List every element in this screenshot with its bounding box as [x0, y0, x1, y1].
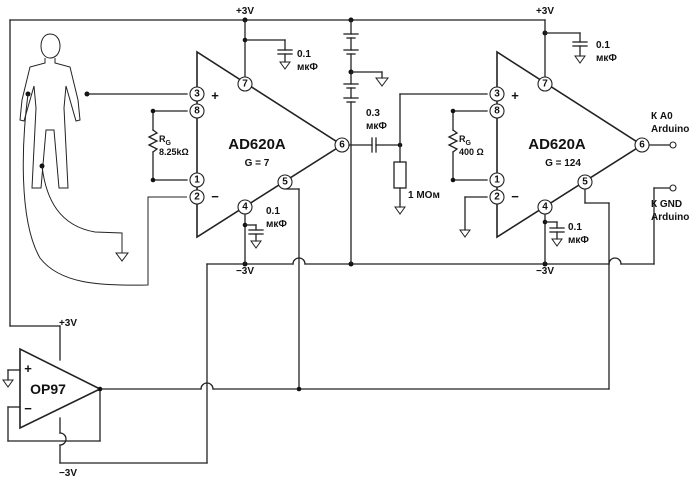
amp1-pin-4: 4: [237, 199, 253, 215]
op97-plus: +: [24, 361, 32, 376]
amp1-gain: G = 7: [245, 158, 270, 169]
svg-text:8: 8: [494, 106, 500, 117]
amp1-rg-label: RG: [159, 134, 172, 147]
amp1-cap-top-value: 0.1: [297, 49, 311, 60]
amp2-name: AD620A: [528, 136, 586, 153]
amp1-cap-top-unit: мкФ: [297, 62, 318, 73]
amp1-pin-5: 5: [277, 174, 293, 190]
svg-text:4: 4: [242, 202, 248, 213]
battery-stack-icon: [343, 19, 389, 265]
ground-icon: [375, 77, 389, 87]
amp2-pin-1: 1: [489, 172, 505, 188]
electrode-leads: [22, 91, 188, 286]
op97-minus: −: [24, 401, 32, 416]
amp1-plus-sign: +: [211, 88, 219, 103]
coupling-cap-unit: мкФ: [366, 121, 387, 132]
human-body-icon: [19, 33, 81, 189]
ground-icon: [279, 61, 291, 70]
amp2-gain: G = 124: [545, 158, 581, 169]
svg-text:3: 3: [494, 89, 500, 100]
ground-icon: [115, 252, 129, 262]
resistor-value: 1 МОм: [408, 190, 440, 201]
supply-neg-label-1: −3V: [236, 266, 254, 277]
amp2-cap-bottom-value: 0.1: [568, 222, 582, 233]
output-a0-line2: Arduino: [651, 124, 689, 135]
amp1-pin-2: 2: [189, 189, 205, 205]
amp1-minus-sign: −: [211, 189, 219, 204]
amp2-minus-sign: −: [511, 189, 519, 204]
ground-icon: [459, 229, 471, 238]
amp2-instrumentation-amplifier: AD620A G = 124 + − RG 400 Ω 0.1 мкФ: [447, 19, 689, 390]
amp2-cap-bottom-unit: мкФ: [568, 235, 589, 246]
ground-icon: [574, 55, 586, 64]
amp2-plus-sign: +: [511, 88, 519, 103]
amp1-name: AD620A: [228, 136, 286, 153]
svg-text:2: 2: [494, 192, 500, 203]
ground-icon: [551, 238, 563, 247]
svg-text:1: 1: [494, 175, 500, 186]
output-gnd-line1: К GND: [651, 199, 682, 210]
amp2-pin-3: 3: [489, 86, 505, 102]
amp1-pin-1: 1: [189, 172, 205, 188]
amp2-cap-top-value: 0.1: [596, 40, 610, 51]
svg-text:8: 8: [194, 106, 200, 117]
amp2-pin-5: 5: [577, 174, 593, 190]
amp1-cap-bottom-value: 0.1: [266, 206, 280, 217]
svg-text:3: 3: [194, 89, 200, 100]
amp1-pin-7: 7: [237, 76, 253, 92]
svg-text:6: 6: [339, 140, 345, 151]
supply-pos-label-op97: +3V: [59, 318, 77, 329]
output-a0-line1: К A0: [651, 111, 673, 122]
ground-icon: [394, 206, 406, 215]
amp1-pin-3: 3: [189, 86, 205, 102]
supply-pos-label-1: +3V: [236, 6, 254, 17]
resistor-1mohm: [393, 161, 407, 189]
amp1-rg-value: 8.25kΩ: [159, 147, 189, 157]
output-gnd-line2: Arduino: [651, 212, 689, 223]
coupling-cap-value: 0.3: [366, 108, 380, 119]
svg-text:5: 5: [582, 177, 588, 188]
amp1-instrumentation-amplifier: AD620A G = 7 + − RG 8.25kΩ 0.1 мкФ: [147, 19, 350, 388]
amp2-pin-4: 4: [537, 199, 553, 215]
svg-text:7: 7: [242, 79, 248, 90]
amp2-rg-value: 400 Ω: [459, 147, 484, 157]
amp2-pin-2: 2: [489, 189, 505, 205]
op97-name: OP97: [30, 381, 66, 397]
svg-text:2: 2: [194, 192, 200, 203]
amp2-pin-6: 6: [634, 137, 650, 153]
amp2-triangle: [496, 50, 644, 239]
amp1-pin-8: 8: [189, 103, 205, 119]
ground-icon: [250, 240, 262, 249]
supply-neg-label-2: −3V: [536, 266, 554, 277]
svg-text:1: 1: [194, 175, 200, 186]
amp2-pin-8: 8: [489, 103, 505, 119]
svg-text:5: 5: [282, 177, 288, 188]
amp2-pin-7: 7: [537, 76, 553, 92]
amp2-rg-label: RG: [459, 134, 472, 147]
coupling-network: 0.3 мкФ 1 МОм: [348, 93, 488, 215]
svg-text:6: 6: [639, 140, 645, 151]
op97-buffer: OP97 + − −3V: [2, 263, 610, 479]
amp2-cap-top-unit: мкФ: [596, 53, 617, 64]
svg-text:7: 7: [542, 79, 548, 90]
ground-icon: [2, 379, 14, 388]
amp1-triangle: [196, 50, 344, 239]
op97-triangle: [19, 347, 102, 430]
svg-text:4: 4: [542, 202, 548, 213]
amp1-cap-bottom-unit: мкФ: [266, 219, 287, 230]
supply-neg-label-op97: −3V: [59, 468, 77, 479]
amp1-pin-6: 6: [334, 137, 350, 153]
supply-pos-label-2: +3V: [536, 6, 554, 17]
